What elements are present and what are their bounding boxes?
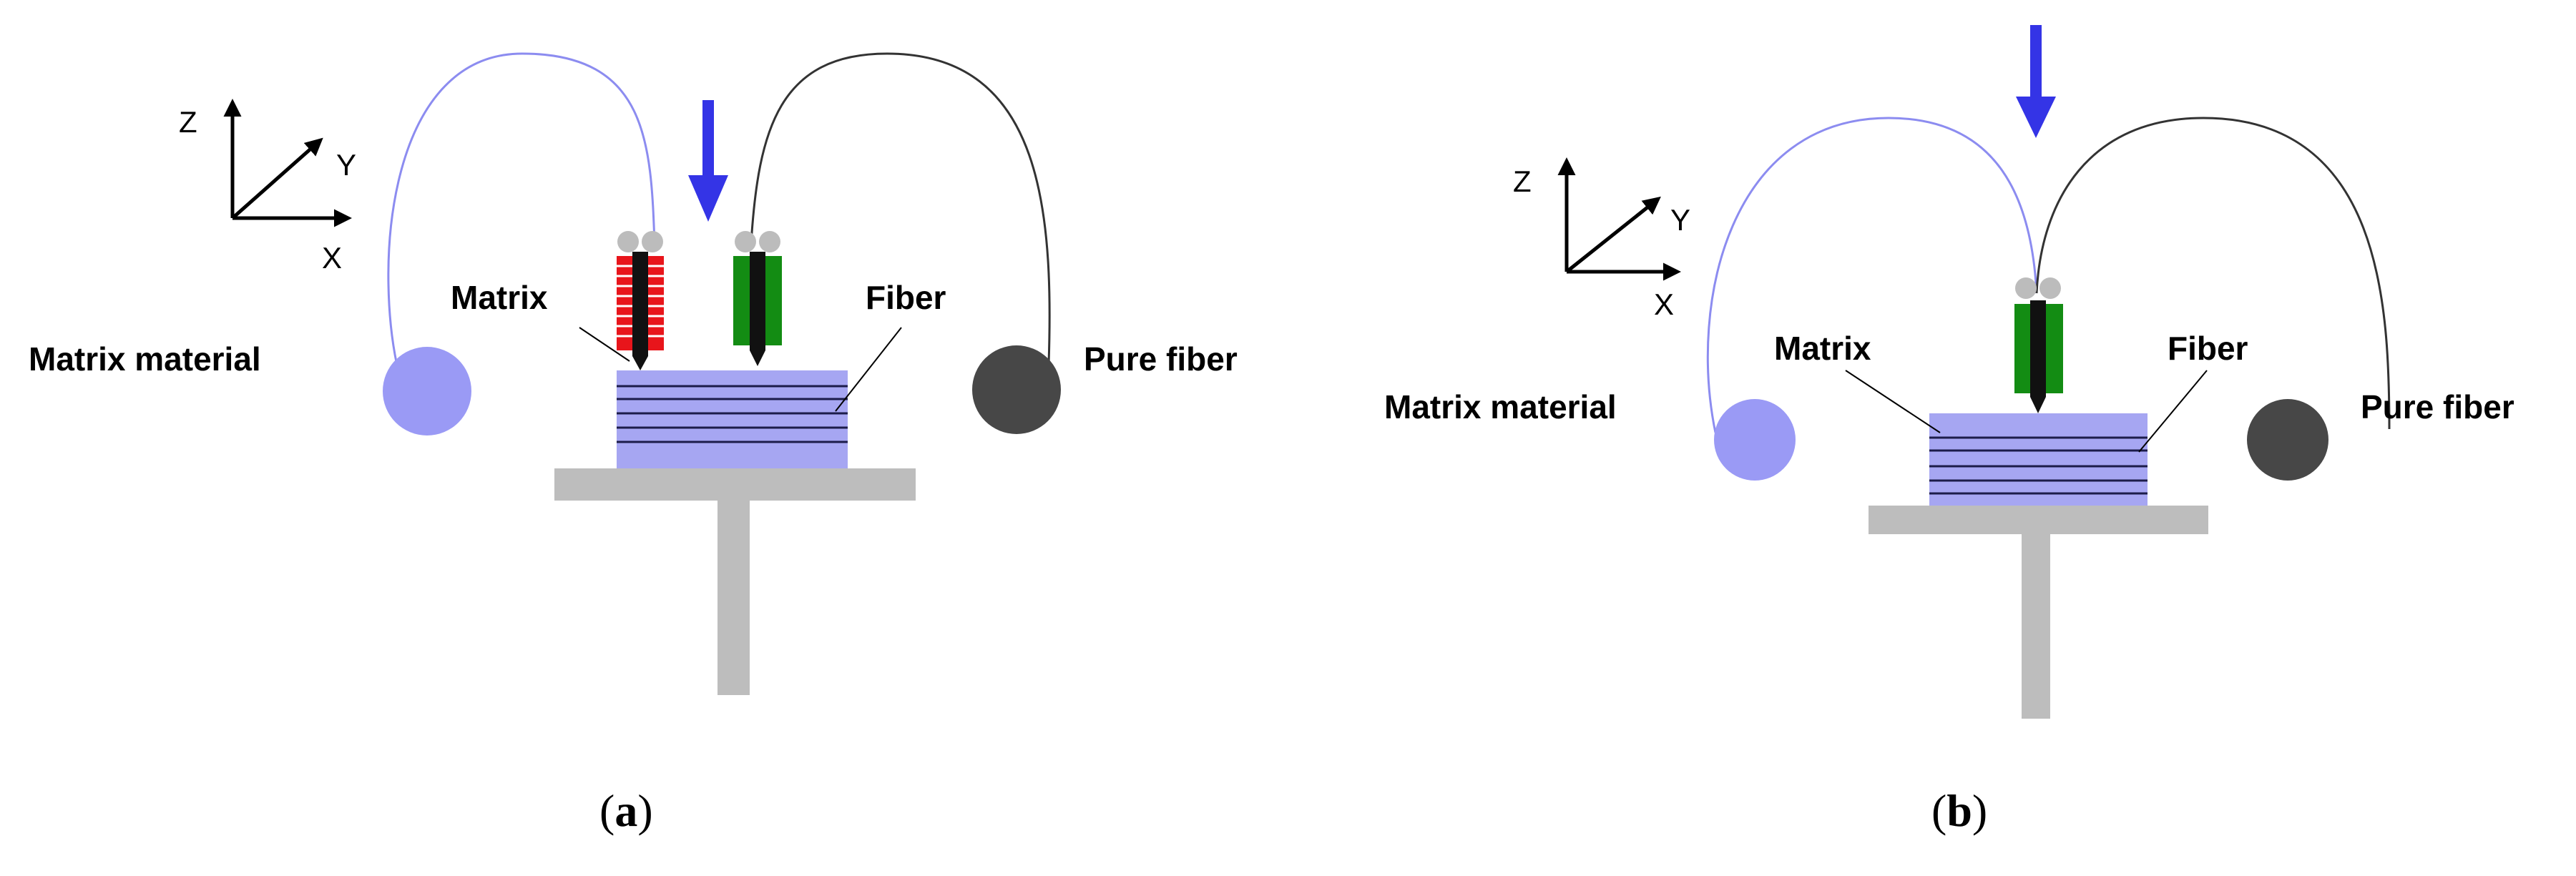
matrix-material-label-a: Matrix material: [29, 340, 261, 378]
caption-a: (a): [599, 785, 653, 836]
matrix-filament-a: [387, 52, 656, 381]
axis-z-label: Z: [1513, 164, 1532, 198]
fiber-label-a: Fiber: [866, 279, 946, 316]
axis-x-label: X: [322, 241, 342, 275]
matrix-leader-a: [579, 327, 630, 362]
axis-y-label: Y: [1670, 203, 1690, 237]
caption-b: (b): [1931, 785, 1987, 836]
feed-arrow-a: [688, 100, 728, 222]
pure-fiber-label-a: Pure fiber: [1084, 340, 1238, 378]
fiber-spool-a: [972, 345, 1061, 434]
matrix-label-a: Matrix: [451, 279, 548, 316]
fiber-print-head-a: [733, 231, 782, 366]
axis-z-label: Z: [179, 105, 197, 139]
matrix-spool-a: [383, 347, 471, 435]
axes-triad-a: Z Y X: [179, 99, 356, 275]
axis-y-label: Y: [336, 148, 356, 182]
fiber-label-b: Fiber: [2168, 330, 2248, 367]
axes-triad-b: Z Y X: [1513, 157, 1690, 321]
build-platform-top-a: [554, 468, 916, 501]
fiber-filament-a: [750, 52, 1051, 383]
feed-arrow-b: [2016, 25, 2056, 138]
pure-fiber-label-b: Pure fiber: [2361, 388, 2514, 425]
printed-part-b: [1929, 413, 2148, 506]
matrix-print-head-a: [617, 231, 664, 370]
matrix-spool-b: [1714, 399, 1796, 481]
fiber-filament-b: [2035, 117, 2391, 430]
matrix-leader-b: [1845, 370, 1941, 433]
matrix-filament-b: [1706, 117, 2038, 433]
fiber-leader-a: [835, 327, 902, 412]
fiber-spool-b: [2247, 399, 2328, 481]
build-platform-stem-a: [718, 501, 750, 695]
combined-print-head-b: [2014, 277, 2063, 413]
build-platform-stem-b: [2022, 534, 2050, 719]
fiber-leader-b: [2138, 370, 2208, 453]
matrix-label-b: Matrix: [1774, 330, 1871, 367]
build-platform-top-b: [1869, 506, 2208, 534]
panel-b: Z Y X: [1384, 25, 2514, 836]
printed-part-a: [617, 370, 848, 468]
panel-a: Z Y X: [29, 52, 1238, 836]
axis-x-label: X: [1654, 287, 1674, 321]
matrix-material-label-b: Matrix material: [1384, 388, 1617, 425]
